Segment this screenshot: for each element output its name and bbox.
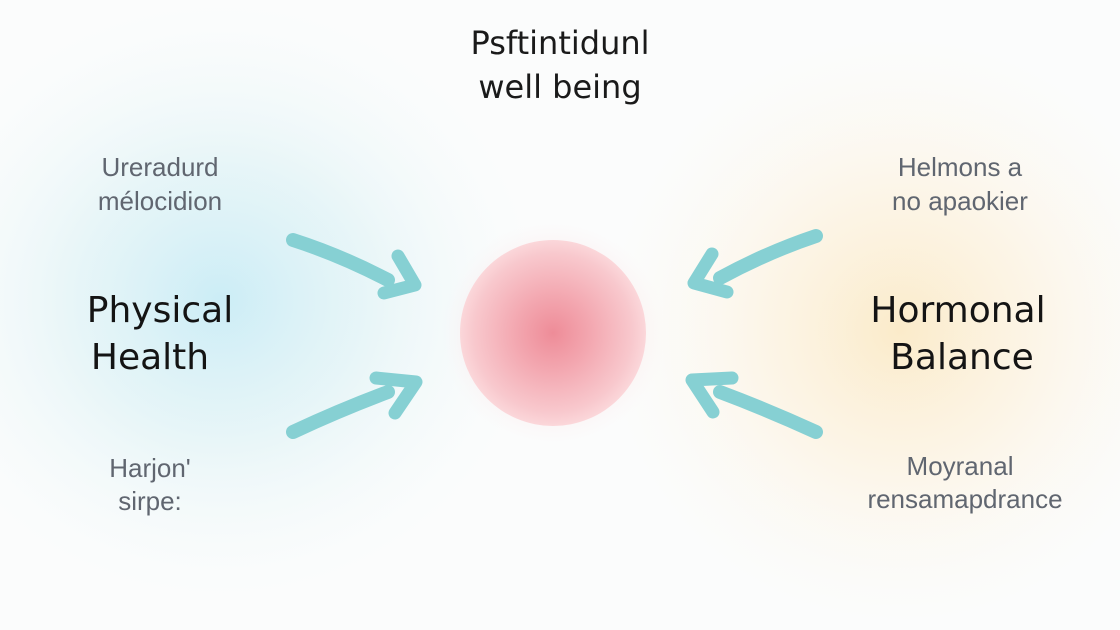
physical-health-label-line-1: Physical	[86, 290, 234, 331]
left-top-note-line-2: mélocidion	[97, 186, 223, 216]
arrow-top-left	[286, 233, 422, 300]
arrow-bottom-right	[685, 371, 823, 439]
center-circle	[460, 240, 646, 426]
physical-health-label-line-2: Health	[90, 337, 210, 378]
hormonal-balance-label-line-1: Hormonal	[870, 290, 1046, 331]
diagram-title-line-1: Psftintidunl	[470, 24, 650, 62]
right-top-note-line-1: Helmons a	[897, 152, 1023, 182]
arrow-bottom-left	[286, 371, 423, 439]
hormonal-balance-label-line-2: Balance	[890, 337, 1034, 378]
right-bottom-note-line-2: rensamapdrance	[867, 484, 1063, 514]
diagram-title-line-2: well being	[478, 68, 642, 106]
left-bottom-note-line-1: Harjon'	[109, 453, 191, 483]
left-bottom-note-line-2: sirpe:	[118, 486, 182, 516]
arrow-top-right	[687, 229, 823, 299]
left-top-note-line-1: Ureradurd	[101, 152, 219, 182]
right-bottom-note-line-1: Moyranal	[906, 451, 1014, 481]
right-top-note-line-2: no apaokier	[892, 186, 1028, 216]
